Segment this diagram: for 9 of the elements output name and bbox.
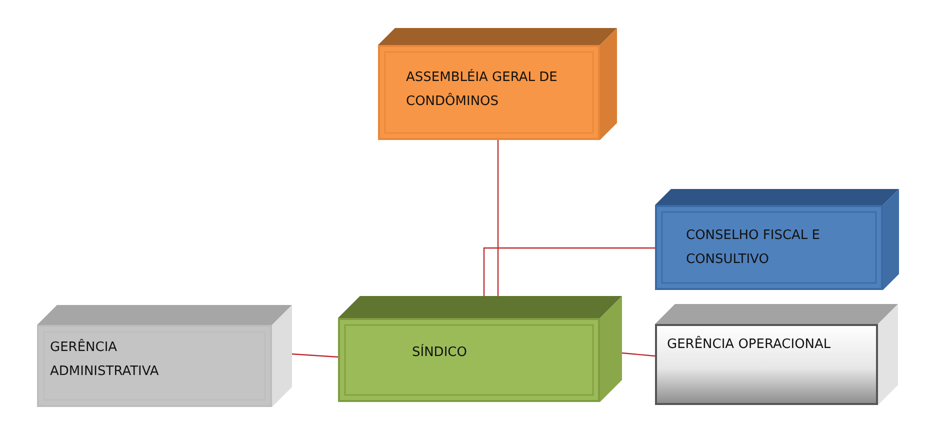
connector-line bbox=[622, 352, 656, 357]
node-label: CONSELHO FISCAL E CONSULTIVO bbox=[686, 227, 822, 269]
node-label: GERÊNCIA ADMINISTRATIVA bbox=[50, 338, 160, 381]
connector-line bbox=[497, 140, 499, 296]
node-label: SÍNDICO bbox=[412, 343, 468, 362]
node-label: ASSEMBLÉIA GERAL DE CONDÔMINOS bbox=[406, 68, 558, 111]
connector-line bbox=[483, 247, 655, 296]
connector-line bbox=[292, 353, 338, 358]
node-label: GERÊNCIA OPERACIONAL bbox=[667, 334, 832, 354]
